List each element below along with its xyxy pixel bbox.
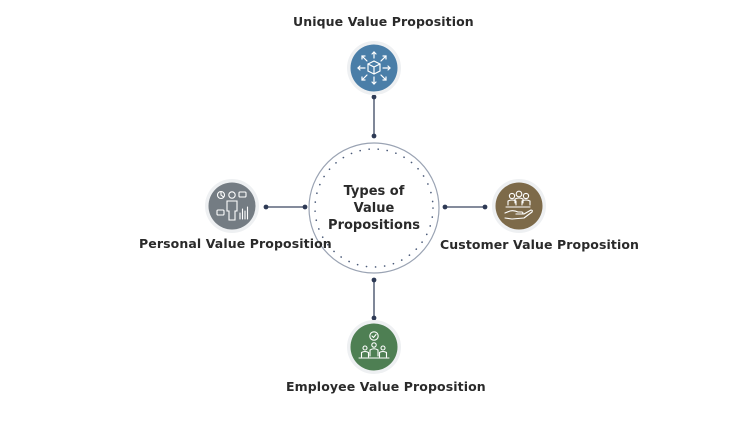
connector-left bbox=[263, 204, 308, 210]
node-employee bbox=[347, 320, 401, 374]
hand-group-icon bbox=[504, 190, 533, 220]
label-personal: Personal Value Proposition bbox=[139, 236, 332, 251]
center-title: Types of Value Propositions bbox=[314, 183, 434, 234]
label-unique: Unique Value Proposition bbox=[293, 14, 474, 29]
network-cube-icon bbox=[357, 51, 391, 85]
label-customer: Customer Value Proposition bbox=[440, 237, 640, 252]
center-title-line-2: Value bbox=[353, 201, 395, 216]
node-unique bbox=[347, 41, 401, 95]
center-title-line-3: Propositions bbox=[328, 218, 420, 233]
connector-top bbox=[371, 94, 377, 139]
node-personal bbox=[205, 179, 259, 233]
connector-right bbox=[442, 204, 488, 210]
person-analytics-icon bbox=[216, 190, 249, 221]
team-checkmark-icon bbox=[358, 331, 390, 359]
node-customer bbox=[492, 179, 546, 233]
connector-bottom bbox=[371, 277, 377, 321]
center-circle bbox=[308, 142, 440, 274]
center-title-line-1: Types of bbox=[343, 184, 405, 199]
label-employee: Employee Value Proposition bbox=[286, 379, 486, 394]
